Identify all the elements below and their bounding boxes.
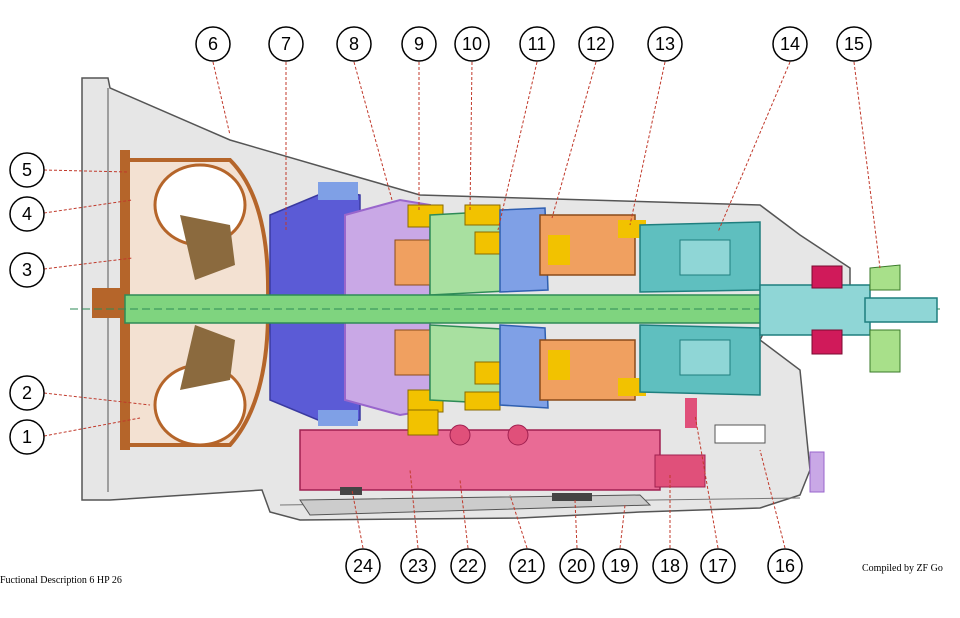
callout-13: 13 (647, 26, 683, 62)
callout-14: 14 (772, 26, 808, 62)
callout-21: 21 (509, 548, 545, 584)
svg-text:14: 14 (780, 34, 800, 54)
svg-text:6: 6 (208, 34, 218, 54)
callout-16: 16 (767, 548, 803, 584)
oil-pan (299, 487, 652, 516)
svg-text:10: 10 (462, 34, 482, 54)
svg-text:20: 20 (567, 556, 587, 576)
footer-compiled-by-label: Compiled by ZF Go (862, 563, 943, 574)
callout-17: 17 (700, 548, 736, 584)
callout-4: 4 (9, 196, 45, 232)
svg-text:4: 4 (22, 204, 32, 224)
callout-9: 9 (401, 26, 437, 62)
footer-description-label: Fuctional Description 6 HP 26 (0, 575, 122, 586)
callout-18: 18 (652, 548, 688, 584)
callout-1: 1 (9, 419, 45, 455)
callout-20: 20 (559, 548, 595, 584)
callout-24: 24 (345, 548, 381, 584)
svg-text:24: 24 (353, 556, 373, 576)
svg-text:3: 3 (22, 260, 32, 280)
svg-text:22: 22 (458, 556, 478, 576)
svg-text:13: 13 (655, 34, 675, 54)
svg-text:9: 9 (414, 34, 424, 54)
svg-text:12: 12 (586, 34, 606, 54)
svg-text:21: 21 (517, 556, 537, 576)
svg-text:2: 2 (22, 383, 32, 403)
callout-5: 5 (9, 152, 45, 188)
callout-22: 22 (450, 548, 486, 584)
callouts: 1 2 3 4 5 6 7 8 9 10 11 12 13 14 15 16 1… (9, 26, 872, 584)
svg-text:1: 1 (22, 427, 32, 447)
svg-text:11: 11 (528, 34, 547, 54)
svg-text:19: 19 (610, 556, 630, 576)
svg-text:18: 18 (660, 556, 680, 576)
callout-2: 2 (9, 375, 45, 411)
leader-lines (43, 61, 881, 549)
callout-11: 11 (519, 26, 555, 62)
svg-text:5: 5 (22, 160, 32, 180)
callout-23: 23 (400, 548, 436, 584)
callout-19: 19 (602, 548, 638, 584)
callout-8: 8 (336, 26, 372, 62)
output-shaft (759, 264, 938, 373)
callout-15: 15 (836, 26, 872, 62)
callout-7: 7 (268, 26, 304, 62)
svg-text:16: 16 (775, 556, 795, 576)
main-shaft (70, 294, 940, 324)
callout-6: 6 (195, 26, 231, 62)
svg-text:23: 23 (408, 556, 428, 576)
svg-text:17: 17 (708, 556, 728, 576)
svg-text:7: 7 (281, 34, 291, 54)
callout-12: 12 (578, 26, 614, 62)
svg-text:8: 8 (349, 34, 359, 54)
callout-10: 10 (454, 26, 490, 62)
valve-body (299, 398, 706, 491)
parking-lock (714, 424, 825, 493)
svg-text:15: 15 (844, 34, 864, 54)
callout-3: 3 (9, 252, 45, 288)
